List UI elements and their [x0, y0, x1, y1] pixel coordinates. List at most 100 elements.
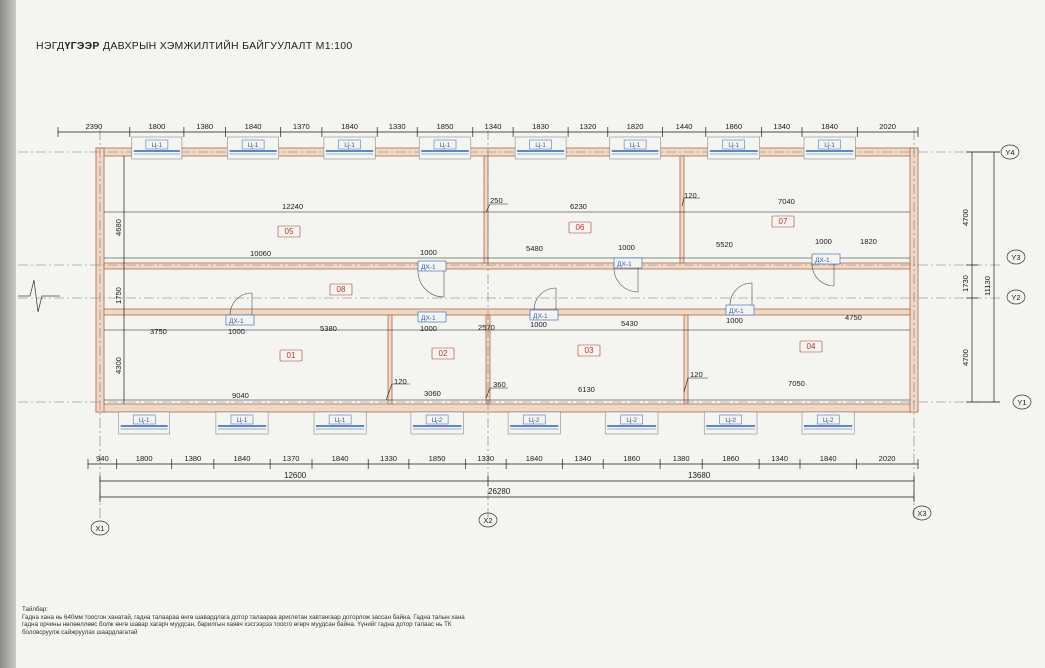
top-window-tag-box-6 [623, 139, 647, 150]
room-tag-04: 04 [807, 342, 816, 351]
bottom-window-tag-3: Ц-1 [335, 417, 346, 424]
room-tag-08-box [329, 283, 353, 296]
bottom-window-tag-4: Ц-2 [432, 417, 443, 424]
dim-r01-width: 9040 [232, 391, 249, 400]
dim-r07-width: 7040 [778, 197, 795, 206]
door-1-label: ДХ-1 [421, 264, 436, 271]
top-dim-6: 1840 [341, 122, 358, 131]
top-dim-2: 1800 [148, 122, 165, 131]
bottom-dim-6: 1840 [332, 454, 349, 463]
top-window-frame-7 [707, 136, 760, 160]
bottom-window-1: Ц-1 [118, 411, 170, 435]
door-3-label: ДХ-1 [815, 257, 830, 264]
bottom-dim-4: 1840 [234, 454, 251, 463]
bottom-dim-13: 1380 [673, 454, 690, 463]
top-dim-8: 1850 [437, 122, 454, 131]
top-dim-1: 2390 [85, 122, 102, 131]
door-5-label: ДХ-1 [421, 315, 436, 322]
wall-part-5 [683, 314, 689, 405]
dim-r03-gap: 120 [690, 370, 703, 379]
bottom-window-tag-8: Ц-2 [823, 417, 834, 424]
dim-left-3: 4300 [114, 357, 123, 374]
top-window-1: Ц-1 [131, 136, 183, 160]
bottom-dim-9: 1330 [477, 454, 494, 463]
dim-r02-gap: 360 [493, 380, 506, 389]
top-window-tag-box-3 [338, 139, 361, 150]
room-tag-06-box [568, 221, 592, 234]
top-window-frame-4 [418, 136, 472, 160]
dim-low-d: 5430 [621, 319, 638, 328]
top-dim-14: 1860 [725, 122, 742, 131]
dim-r02-width: 3060 [424, 389, 441, 398]
bottom-window-8: Ц-2 [801, 411, 855, 435]
axis-label-x3: X3 [917, 509, 926, 518]
bottom-dim-5: 1370 [283, 454, 300, 463]
top-dim-5: 1370 [293, 122, 310, 131]
bottom-window-frame-1 [118, 411, 170, 435]
top-window-frame-5 [514, 136, 567, 160]
door-2-label: ДХ-1 [617, 261, 632, 268]
top-dim-7: 1330 [389, 122, 406, 131]
bottom-window-frame-8 [801, 411, 855, 435]
bottom-window-tag-7: Ц-2 [725, 417, 736, 424]
right-dimensions: 4700 1730 4700 11130 [961, 151, 1000, 403]
bottom-dim-3: 1380 [184, 454, 201, 463]
dim-right-2: 1730 [961, 275, 970, 292]
bottom-window-frame-6 [604, 411, 659, 435]
axis-label-x2: X2 [483, 516, 492, 525]
top-dim-12: 1820 [627, 122, 644, 131]
title-bold: ҮГЭЭР [64, 40, 100, 52]
axis-bubble-y2 [1006, 289, 1026, 305]
dim-low-c: 2570 [478, 323, 495, 332]
dim-low-a: 3750 [150, 327, 167, 336]
bottom-dim-14: 1860 [722, 454, 739, 463]
door-swings [229, 263, 835, 316]
note-heading: Тайлбар: [22, 606, 49, 613]
inner-dimension-lines [104, 211, 910, 401]
top-dim-13: 1440 [676, 122, 693, 131]
top-window-tag-box-7 [722, 139, 745, 150]
top-window-4: Ц-1 [418, 136, 472, 160]
axis-bubble-x2 [478, 512, 498, 528]
top-window-tag-6: Ц-1 [630, 142, 641, 149]
dim-r03-width: 6130 [578, 385, 595, 394]
top-window-tag-box-4 [433, 139, 457, 150]
door-2-box [613, 257, 643, 269]
room-tag-05: 05 [285, 227, 294, 236]
top-dim-9: 1340 [485, 122, 502, 131]
left-dimensions: 4680 1750 4300 [114, 156, 125, 404]
top-window-frame-6 [609, 136, 661, 160]
walls [95, 147, 919, 413]
top-window-7: Ц-1 [707, 136, 760, 160]
paper [10, 0, 1045, 668]
leader-5 [681, 197, 700, 207]
dim-low-e: 4750 [845, 313, 862, 322]
bottom-window-3: Ц-1 [313, 411, 367, 435]
dim-low-b: 5380 [320, 324, 337, 333]
door-swing-6 [729, 282, 753, 306]
dim-corr-d: 1820 [860, 237, 877, 246]
dim-r06-width: 6230 [570, 202, 587, 211]
room-tag-08: 08 [337, 285, 346, 294]
top-window-6: Ц-1 [609, 136, 661, 160]
door-swing-5 [533, 287, 557, 311]
title-rest: ДАВХРЫН ХЭМЖИЛТИЙН БАЙГУУЛАЛТ М1:100 [99, 40, 353, 52]
top-window-tag-7: Ц-1 [728, 142, 739, 149]
top-dim-17: 2020 [879, 122, 896, 131]
dim-door-b: 1000 [618, 243, 635, 252]
axis-lines [18, 130, 1000, 520]
room-tag-03-box [577, 344, 601, 357]
dim-door-g: 1000 [726, 316, 743, 325]
axis-bubble-y4 [1000, 144, 1020, 160]
dim-door-e: 1000 [420, 324, 437, 333]
room-tag-01: 01 [287, 351, 296, 360]
door-swing-1 [417, 270, 445, 298]
inner-dimension-texts: 12240 250 6230 120 7040 10060 1000 5480 … [150, 191, 877, 400]
bottom-dim-15: 1340 [771, 454, 788, 463]
bottom-window-6: Ц-2 [604, 411, 659, 435]
dim-door-c: 1000 [815, 237, 832, 246]
